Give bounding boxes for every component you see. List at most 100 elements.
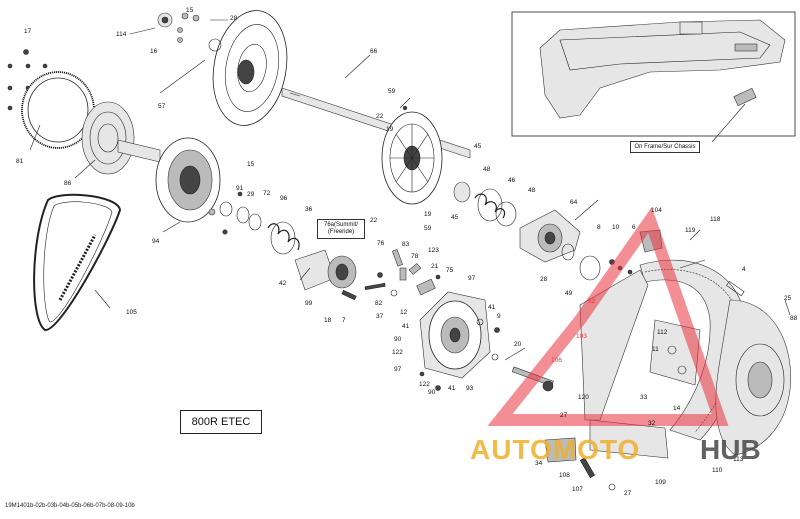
callout: 120 bbox=[578, 394, 589, 401]
callout-labels: 17 114 15 16 28 57 66 81 86 59 22 19 45 … bbox=[16, 7, 798, 497]
callout: 105 bbox=[126, 309, 137, 316]
callout: 46 bbox=[508, 177, 516, 184]
callout: 22 bbox=[370, 217, 378, 224]
callout: 37 bbox=[376, 313, 384, 320]
callout: 59 bbox=[388, 88, 396, 95]
callout: 57 bbox=[158, 103, 166, 110]
callout: 42 bbox=[279, 280, 287, 287]
callout: 17 bbox=[24, 28, 32, 35]
callout: 15 bbox=[186, 7, 194, 14]
callout: 48 bbox=[483, 166, 491, 173]
callout: 16 bbox=[150, 48, 158, 55]
callout: 41 bbox=[488, 304, 496, 311]
callout: 19 bbox=[386, 126, 394, 133]
callout: 28 bbox=[230, 15, 238, 22]
callout: 112 bbox=[657, 329, 668, 336]
callout: 118 bbox=[710, 216, 721, 223]
callout: 10 bbox=[612, 224, 620, 231]
callout: 41 bbox=[402, 323, 410, 330]
callout: 49 bbox=[565, 290, 573, 297]
callout: 32 bbox=[648, 420, 656, 427]
callout: 96 bbox=[280, 195, 288, 202]
callout: 86 bbox=[64, 180, 72, 187]
callout: 99 bbox=[305, 300, 313, 307]
callout: 113 bbox=[733, 456, 744, 463]
callout: 45 bbox=[451, 214, 459, 221]
callout: 94 bbox=[152, 238, 160, 245]
spider-assembly bbox=[294, 249, 357, 301]
leader-lines bbox=[29, 19, 791, 361]
frame-inset bbox=[511, 11, 796, 143]
callout: 8 bbox=[597, 224, 601, 231]
callout: 20 bbox=[514, 341, 522, 348]
callout: 114 bbox=[116, 31, 127, 38]
lever-parts bbox=[364, 249, 441, 297]
callout: 11 bbox=[652, 346, 659, 353]
callout: 36 bbox=[305, 206, 313, 213]
callout: 119 bbox=[685, 227, 696, 234]
reference-code: 19M1401b-02b-03b-04b-05b-06b-07b-08-09-1… bbox=[5, 503, 135, 509]
movable-sheave bbox=[155, 137, 262, 235]
callout: 106 bbox=[551, 357, 562, 364]
callout: 90 bbox=[394, 336, 402, 343]
callout: 59 bbox=[424, 225, 432, 232]
callout: 52 bbox=[588, 298, 596, 305]
callout: 27 bbox=[624, 490, 632, 497]
callout: 123 bbox=[428, 247, 439, 254]
ring-gear-assembly bbox=[7, 49, 95, 149]
callout: 122 bbox=[419, 381, 430, 388]
callout: 78 bbox=[411, 253, 419, 260]
spring-washer-set bbox=[267, 181, 517, 255]
callout: 76 bbox=[377, 240, 385, 247]
callout: 14 bbox=[673, 405, 681, 412]
driven-sheave-rear bbox=[381, 97, 443, 205]
cam-housing bbox=[519, 209, 601, 281]
callout: 33 bbox=[640, 394, 648, 401]
callout: 6 bbox=[632, 224, 636, 231]
variant-note-line1: 76a(Summit/ bbox=[323, 222, 358, 228]
callout: 15 bbox=[247, 161, 255, 168]
variant-note: 76a(Summit/ (Freeride) bbox=[317, 219, 365, 239]
fixed-sheave bbox=[81, 101, 161, 175]
callout: 93 bbox=[466, 385, 474, 392]
callout: 28 bbox=[540, 276, 548, 283]
callout: 91 bbox=[236, 185, 244, 192]
driven-sheave-front bbox=[157, 10, 288, 126]
callout: 88 bbox=[790, 315, 798, 322]
model-label: 800R ETEC bbox=[180, 410, 262, 434]
callout: 12 bbox=[400, 309, 408, 316]
callout: 19 bbox=[424, 211, 432, 218]
driven-shaft bbox=[281, 87, 471, 159]
callout: 97 bbox=[468, 275, 476, 282]
callout: 22 bbox=[376, 113, 384, 120]
callout: 81 bbox=[16, 158, 24, 165]
callout: 83 bbox=[402, 241, 410, 248]
callout: 110 bbox=[712, 467, 723, 474]
inset-label: On Frame/Sur Chassis bbox=[630, 141, 700, 153]
callout: 4 bbox=[742, 266, 746, 273]
guard-bracket bbox=[579, 229, 701, 421]
callout: 21 bbox=[431, 263, 439, 270]
callout: 107 bbox=[572, 486, 583, 493]
callout: 97 bbox=[394, 366, 402, 373]
callout: 75 bbox=[446, 267, 454, 274]
callout: 45 bbox=[474, 143, 482, 150]
callout: 9 bbox=[497, 313, 501, 320]
callout: 66 bbox=[370, 48, 378, 55]
drive-pulley bbox=[419, 291, 500, 391]
watermark-triangle bbox=[487, 206, 729, 426]
watermark-text-right: HUB bbox=[700, 434, 761, 465]
callout: 41 bbox=[448, 385, 456, 392]
callout: 29 bbox=[247, 191, 255, 198]
callout: 34 bbox=[535, 460, 543, 467]
callout: 25 bbox=[784, 295, 792, 302]
callout: 7 bbox=[342, 317, 346, 324]
callout: 103 bbox=[576, 333, 587, 340]
callout: 109 bbox=[655, 479, 666, 486]
callout: 72 bbox=[263, 190, 271, 197]
callout: 82 bbox=[375, 300, 383, 307]
watermark-text-left: AUTOMOTO bbox=[470, 434, 641, 465]
callout: 64 bbox=[570, 199, 578, 206]
